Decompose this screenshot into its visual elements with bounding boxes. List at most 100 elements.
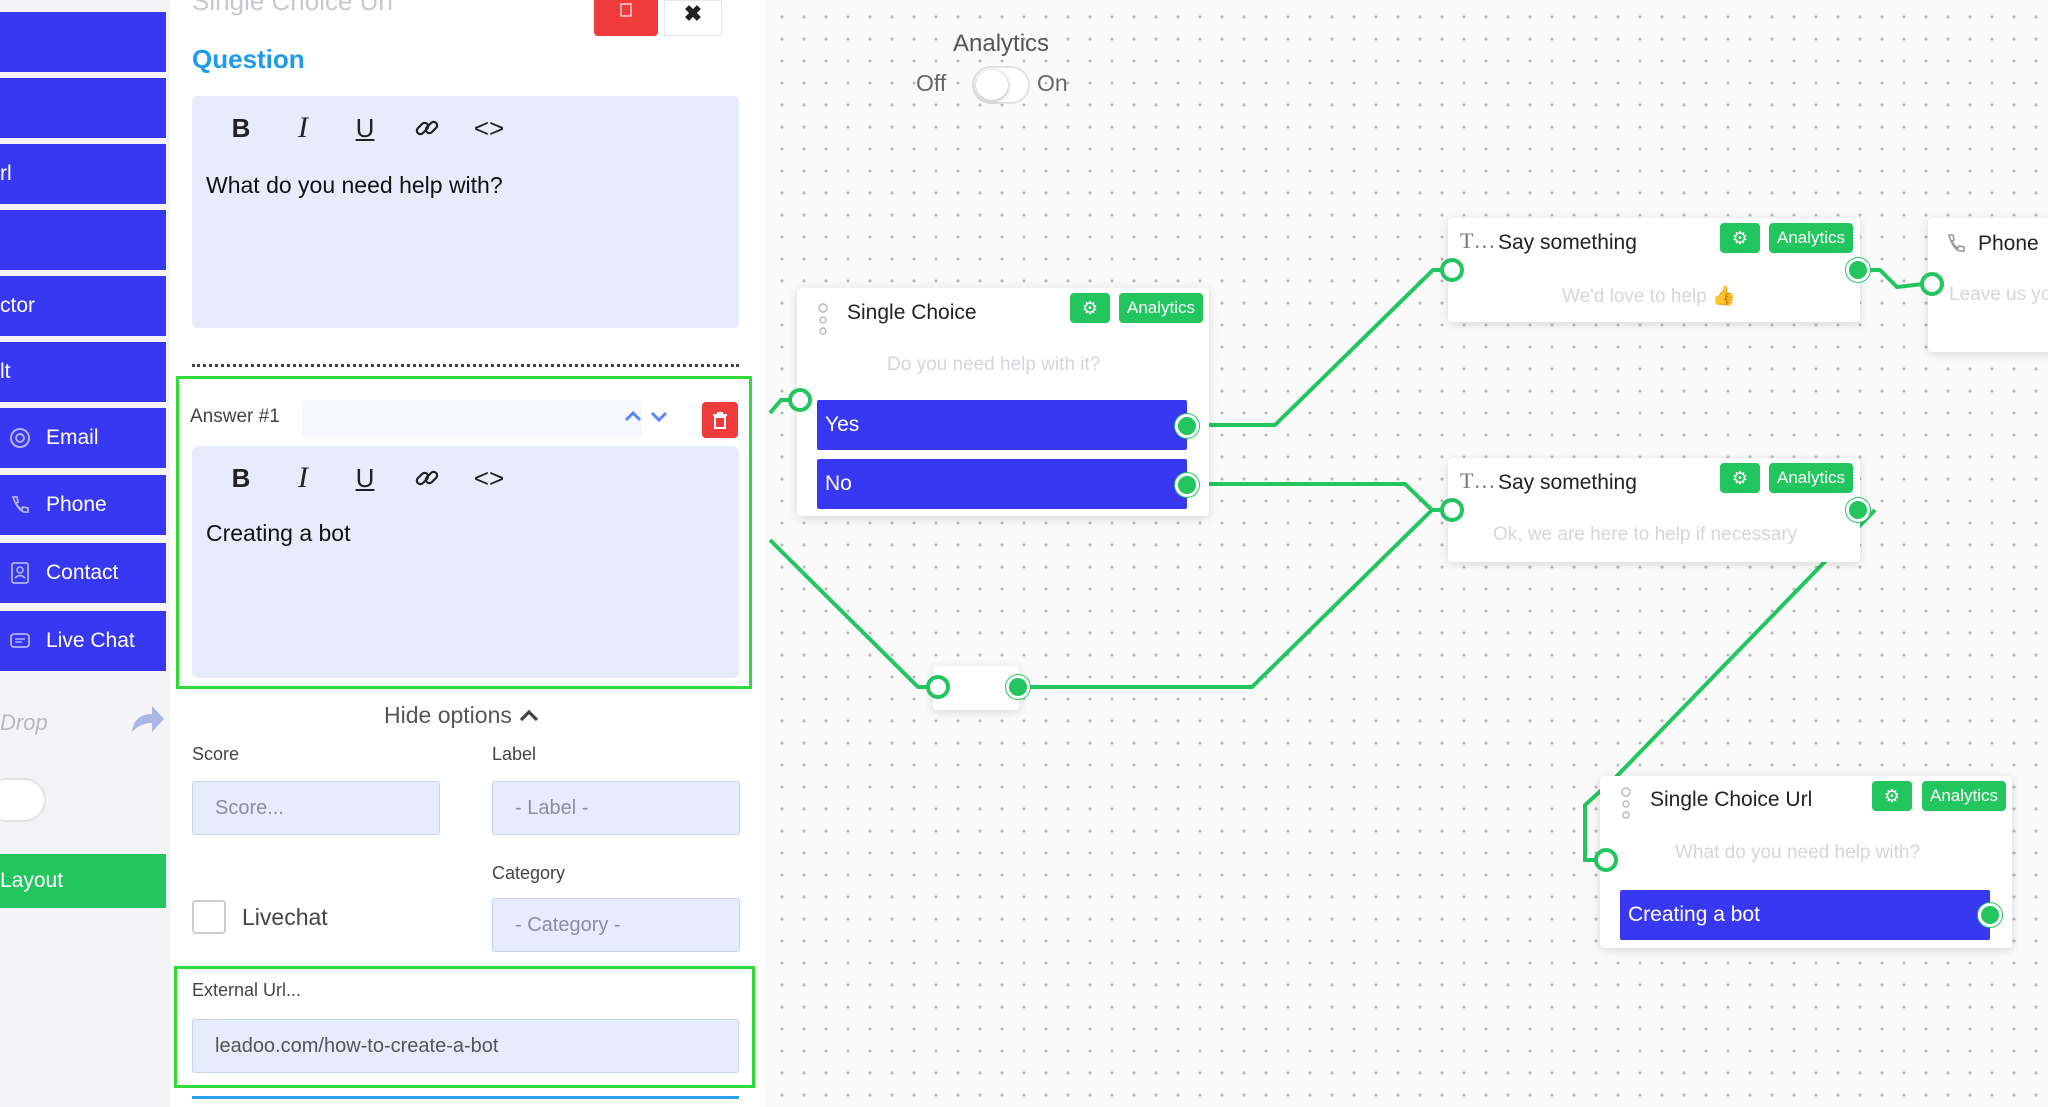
contact-card-icon [0, 561, 40, 585]
question-editor[interactable]: B I U <> What do you need help with? [192, 96, 739, 328]
single-choice-url-input-port[interactable] [1594, 848, 1618, 872]
link-button[interactable] [396, 110, 458, 146]
sidebar-item-live-chat[interactable]: Live Chat [0, 611, 166, 671]
gear-icon: ⚙ [1731, 467, 1749, 488]
label-select[interactable]: - Label - [492, 781, 740, 835]
answer-title-input[interactable] [302, 400, 642, 438]
italic-button[interactable]: I [298, 111, 308, 144]
chevron-up-down-icon [624, 410, 668, 423]
sidebar-toggle[interactable] [0, 778, 46, 822]
score-input[interactable]: Score... [192, 781, 440, 835]
trash-icon [713, 412, 727, 429]
choice-creating-a-bot-output-port[interactable] [1978, 903, 2002, 927]
node-settings-button[interactable]: ⚙ [1872, 781, 1912, 811]
trash-icon [620, 3, 632, 17]
delete-answer-button[interactable] [702, 402, 738, 438]
say2-input-port[interactable] [1440, 498, 1464, 522]
bold-button[interactable]: B [231, 112, 251, 143]
answer-editor-toolbar: B I U <> [210, 460, 520, 496]
node-analytics-button[interactable]: Analytics [1769, 223, 1854, 253]
chevron-up-icon [520, 709, 539, 722]
livechat-checkbox[interactable] [192, 900, 226, 934]
gear-icon: ⚙ [1731, 227, 1749, 248]
analytics-toggle-switch[interactable] [972, 66, 1030, 104]
sidebar-item-label: Live Chat [46, 629, 135, 652]
panel-header-title: Single Choice Url [192, 0, 393, 16]
code-button[interactable]: <> [473, 112, 505, 143]
node-settings-button[interactable]: ⚙ [1720, 223, 1760, 253]
node-settings-button[interactable]: ⚙ [1720, 463, 1760, 493]
underline-button[interactable]: U [355, 112, 375, 143]
sidebar-item-result[interactable]: lt [0, 342, 166, 402]
question-editor-toolbar: B I U <> [210, 110, 520, 146]
choice-yes[interactable]: Yes [817, 400, 1187, 450]
sidebar-item-0[interactable] [0, 12, 166, 72]
code-button[interactable]: <> [473, 462, 505, 493]
choice-yes-output-port[interactable] [1175, 414, 1199, 438]
answer-text[interactable]: Creating a bot [206, 520, 351, 546]
sidebar-item-email[interactable]: Email [0, 408, 166, 468]
choice-creating-a-bot[interactable]: Creating a bot [1620, 890, 1990, 940]
answer-editor[interactable]: B I U <> Creating a bot [192, 446, 739, 678]
junction-output-port[interactable] [1006, 675, 1030, 699]
analytics-toggle-off-label: Off [916, 70, 947, 96]
redo-arrow-icon [128, 704, 166, 743]
say1-output-port[interactable] [1846, 258, 1870, 282]
hide-options-toggle[interactable]: Hide options [384, 702, 540, 729]
panel-bottom-divider [192, 1096, 739, 1099]
node-analytics-button[interactable]: Analytics [1769, 463, 1854, 493]
layout-button-label: Layout [0, 869, 64, 892]
label-label: Label [492, 744, 537, 764]
external-url-input[interactable]: leadoo.com/how-to-create-a-bot [192, 1019, 739, 1073]
answer-reorder[interactable] [622, 404, 672, 434]
sidebar-item-selector[interactable]: ctor [0, 276, 166, 336]
answer-highlight [176, 376, 752, 689]
drag-handle-icon[interactable] [1620, 786, 1632, 826]
sidebar-item-3[interactable] [0, 210, 166, 270]
say-something-node-2[interactable]: T… Say something ⚙ Analytics Ok, we are … [1448, 458, 1860, 562]
say2-output-port[interactable] [1846, 498, 1870, 522]
single-choice-url-node[interactable]: Single Choice Url ⚙ Analytics What do yo… [1600, 776, 2012, 948]
link-button[interactable] [396, 460, 458, 496]
close-panel-button[interactable]: ✖ [664, 0, 722, 36]
node-settings-button[interactable]: ⚙ [1070, 293, 1110, 323]
sidebar-item-phone[interactable]: Phone [0, 475, 166, 535]
gear-icon: ⚙ [1081, 297, 1099, 318]
sidebar-item-label: Phone [46, 493, 107, 516]
text-icon: T… [1460, 468, 1496, 493]
gear-icon: ⚙ [1883, 785, 1901, 806]
say1-input-port[interactable] [1440, 258, 1464, 282]
sidebar-item-label: ctor [0, 294, 36, 317]
link-icon [415, 120, 439, 136]
category-select[interactable]: - Category - [492, 898, 740, 952]
drag-handle-icon[interactable] [817, 302, 829, 342]
italic-button[interactable]: I [298, 461, 308, 494]
sidebar-item-label: Contact [46, 561, 119, 584]
livechat-label: Livechat [242, 904, 328, 930]
answer-label: Answer #1 [190, 406, 280, 427]
single-choice-node[interactable]: Single Choice ⚙ Analytics Do you need he… [797, 288, 1209, 516]
node-edit-panel: Single Choice Url ✖ Question B I U <> Wh… [170, 0, 765, 1107]
junction-input-port[interactable] [926, 675, 950, 699]
single-choice-input-port[interactable] [788, 388, 812, 412]
node-title: Single Choice [847, 301, 977, 324]
choice-no-output-port[interactable] [1175, 473, 1199, 497]
sidebar-item-contact[interactable]: Contact [0, 543, 166, 603]
say-something-node-1[interactable]: T… Say something ⚙ Analytics We'd love t… [1448, 218, 1860, 322]
sidebar-item-1[interactable] [0, 78, 166, 138]
underline-button[interactable]: U [355, 462, 375, 493]
phone-icon [1944, 232, 1968, 261]
layout-button[interactable]: Layout [0, 854, 166, 908]
analytics-toggle-title: Analytics [953, 30, 1050, 57]
delete-node-button[interactable] [594, 0, 658, 36]
question-text[interactable]: What do you need help with? [206, 172, 503, 198]
bold-button[interactable]: B [231, 462, 251, 493]
sidebar-item-url[interactable]: rl [0, 144, 166, 204]
choice-no[interactable]: No [817, 459, 1187, 509]
external-url-label: External Url... [192, 980, 302, 1000]
node-analytics-button[interactable]: Analytics [1119, 293, 1204, 323]
phone-input-port[interactable] [1920, 272, 1944, 296]
node-analytics-button[interactable]: Analytics [1922, 781, 2007, 811]
phone-node[interactable]: Phone Leave us yo [1928, 218, 2048, 352]
node-subtitle: Ok, we are here to help if necessary [1493, 524, 1798, 545]
